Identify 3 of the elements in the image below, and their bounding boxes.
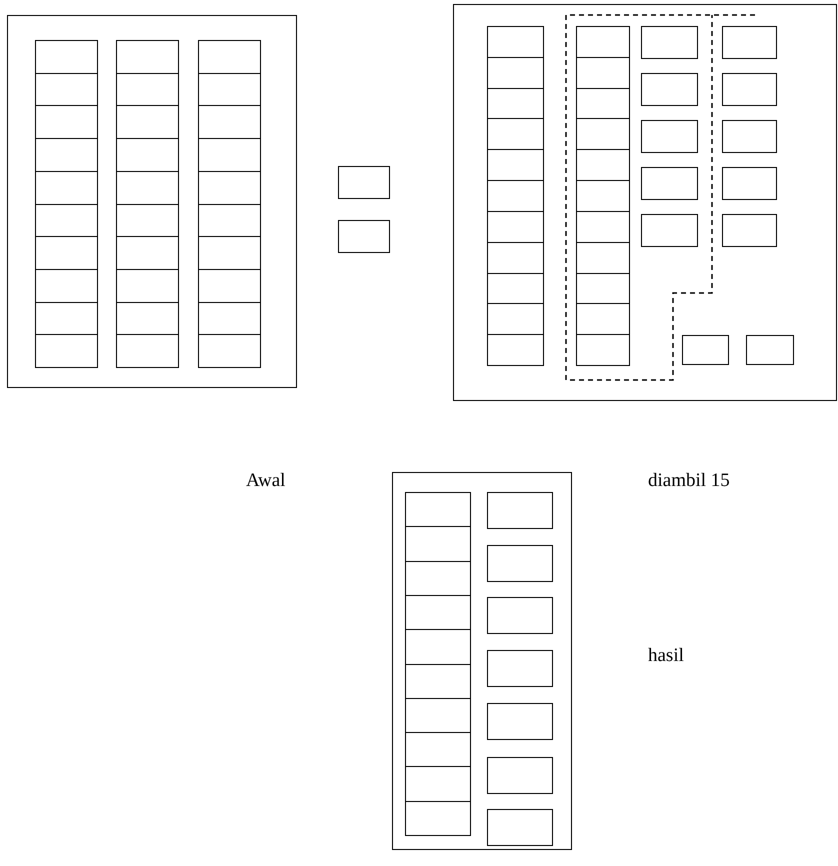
caption-text: Awal	[246, 470, 286, 492]
caption-text: hasil	[648, 645, 684, 667]
caption-text: diambil 15	[648, 470, 730, 492]
